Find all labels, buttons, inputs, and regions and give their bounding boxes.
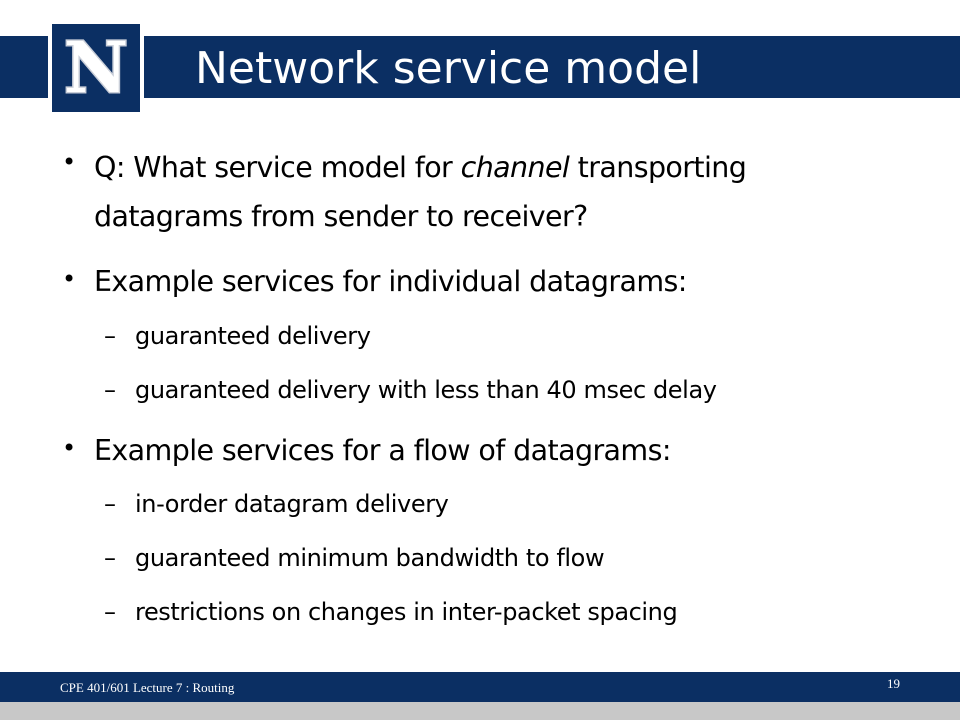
university-logo: N [48, 20, 144, 116]
sub-bullet-text: guaranteed minimum bandwidth to flow [135, 544, 605, 572]
sub-bullet-marker: – [104, 376, 116, 404]
page-number: 19 [887, 676, 900, 691]
sub-bullet-marker: – [104, 322, 116, 350]
bullet-text-line: Q: What service model for channel transp… [94, 148, 747, 188]
slide-body: • Q: What service model for channel tran… [62, 148, 747, 626]
sub-bullet-marker: – [104, 490, 116, 518]
title-bar [0, 36, 960, 98]
logo-letter: N [63, 25, 130, 111]
sub-bullet-text: guaranteed delivery [135, 322, 371, 350]
bullet-text-segment: transporting [569, 151, 747, 184]
sub-bullet-marker: – [104, 544, 116, 572]
logo-background: N [52, 24, 140, 112]
bullet-text-segment: Q: What service model for [94, 151, 461, 184]
sub-bullet-text: in-order datagram delivery [135, 490, 449, 518]
bullet-text-line: Example services for individual datagram… [94, 265, 687, 298]
sub-bullet-text: restrictions on changes in inter-packet … [135, 598, 678, 626]
footer-strip [0, 702, 960, 720]
bullet-text-line: Example services for a flow of datagrams… [94, 434, 671, 467]
footer-course-label: CPE 401/601 Lecture 7 : Routing [60, 680, 235, 695]
bullet-marker: • [62, 265, 77, 293]
sub-bullet-marker: – [104, 598, 116, 626]
slide-title: Network service model [195, 43, 702, 94]
bullet-marker: • [62, 434, 77, 462]
emphasized-word: channel [460, 151, 570, 184]
footer-bar [0, 672, 960, 702]
sub-bullet-text: guaranteed delivery with less than 40 ms… [135, 376, 717, 404]
bullet-marker: • [62, 148, 77, 176]
bullet-text-line: datagrams from sender to receiver? [94, 200, 588, 233]
